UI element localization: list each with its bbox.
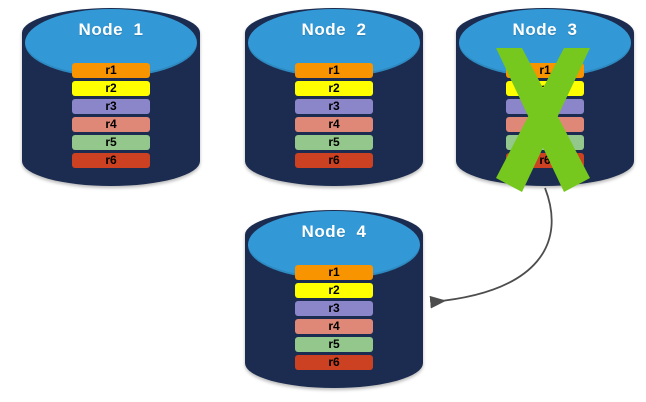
node-4[interactable]: Node 4 r1 r2 r3 r4 r5 r6: [245, 210, 423, 388]
row-bar-r1[interactable]: r1: [71, 63, 151, 78]
node-title: Node 1: [78, 20, 144, 40]
row-bar-r5[interactable]: r5: [294, 135, 374, 150]
transfer-arrow-path: [429, 187, 553, 309]
row-bar-r6[interactable]: r6: [71, 153, 151, 168]
row-stack: r1 r2 r3 r4 r5 r6: [245, 210, 423, 388]
row-bar-r5[interactable]: r5: [71, 135, 151, 150]
row-bar-r1[interactable]: r1: [294, 265, 374, 280]
node-title: Node 4: [301, 222, 367, 242]
node-title: Node 2: [301, 20, 367, 40]
row-bar-r6[interactable]: r6: [294, 153, 374, 168]
row-bar-r4[interactable]: r4: [71, 117, 151, 132]
row-bar-r5[interactable]: r5: [294, 337, 374, 352]
row-bar-r3[interactable]: r3: [294, 99, 374, 114]
row-bar-r2[interactable]: r2: [294, 81, 374, 96]
node-1[interactable]: Node 1 r1 r2 r3 r4 r5 r6: [22, 8, 200, 186]
row-bar-r4[interactable]: r4: [294, 117, 374, 132]
row-bar-r2[interactable]: r2: [71, 81, 151, 96]
row-bar-r4[interactable]: r4: [294, 319, 374, 334]
row-bar-r1[interactable]: r1: [294, 63, 374, 78]
node-2[interactable]: Node 2 r1 r2 r3 r4 r5 r6: [245, 8, 423, 186]
row-bar-r3[interactable]: r3: [71, 99, 151, 114]
node-title: Node 3: [512, 20, 578, 40]
row-bar-r3[interactable]: r3: [294, 301, 374, 316]
row-stack: r1 r2 r3 r4 r5 r6: [245, 8, 423, 186]
row-stack: r1 r2 r3 r4 r5 r6: [22, 8, 200, 186]
row-bar-r2[interactable]: r2: [294, 283, 374, 298]
row-bar-r6[interactable]: r6: [294, 355, 374, 370]
